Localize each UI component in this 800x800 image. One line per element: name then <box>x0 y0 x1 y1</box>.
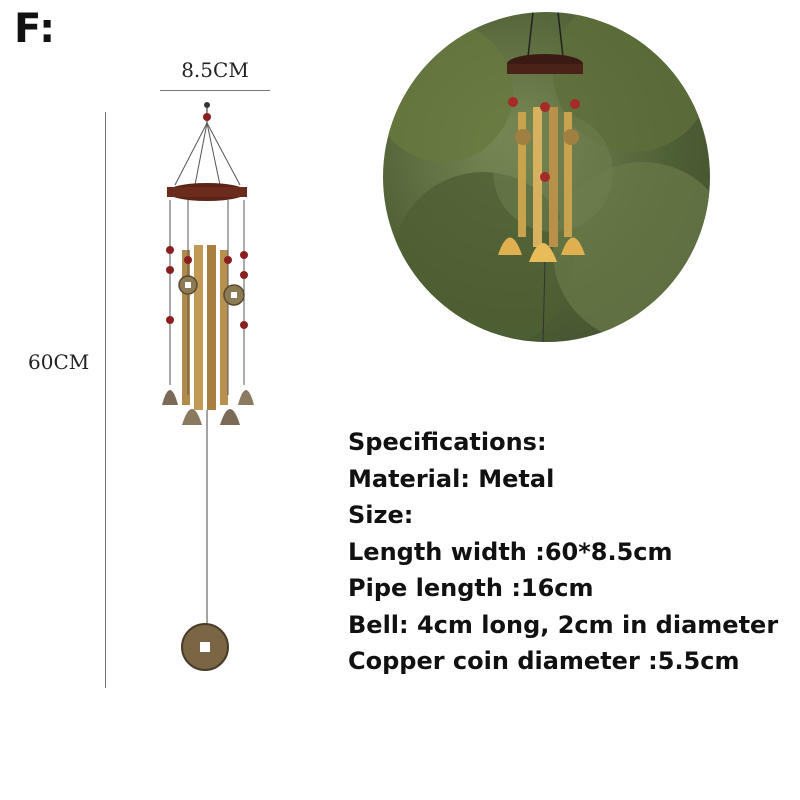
width-dimension-line <box>160 90 270 91</box>
spec-size-heading: Size: <box>348 501 414 529</box>
specifications-block: Specifications: Material: Metal Size: Le… <box>348 424 778 680</box>
width-dimension-label: 8.5CM <box>181 58 249 82</box>
height-dimension-label: 60CM <box>28 350 90 374</box>
spec-pipe-length: Pipe length :16cm <box>348 574 594 602</box>
height-dimension-line <box>105 112 106 688</box>
spec-material: Material: Metal <box>348 464 555 493</box>
lifestyle-photo <box>383 12 710 342</box>
spec-length-width: Length width :60*8.5cm <box>348 537 673 566</box>
section-letter: F: <box>14 6 56 52</box>
specs-heading: Specifications: <box>348 428 547 456</box>
spec-bell: Bell: 4cm long, 2cm in diameter <box>348 610 779 639</box>
hanging-chime-photo <box>383 12 710 342</box>
spec-coin-diameter: Copper coin diameter :5.5cm <box>348 647 740 675</box>
wind-chime-product-image <box>162 102 254 671</box>
